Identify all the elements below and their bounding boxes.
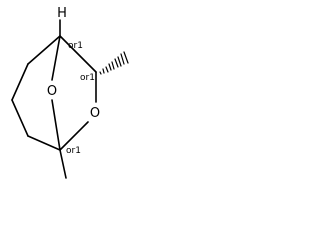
hydrogen-label: H [57,6,67,21]
bond-c5-methyl [59,149,67,179]
bond-oring-c5 [59,121,89,151]
bond-c1-c7 [59,35,97,73]
bond-obridge-c5 [51,99,61,151]
molecule-structure: H O O or1 or1 or1 [11,6,129,179]
ring-oxygen-label: O [90,106,100,121]
stereo-label-methyl-carbon: or1 [80,73,95,83]
bond-c4-c5 [27,135,61,151]
bond-c2-c3 [11,63,29,101]
bond-c3-c4 [11,99,29,137]
stereo-label-bottom-bridgehead: or1 [66,146,81,156]
bond-c1-c2 [27,35,61,65]
bond-c1-obridge [51,35,61,81]
hashed-wedge-bond [99,51,129,75]
bridge-oxygen-label: O [47,84,57,99]
stereo-label-top-bridgehead: or1 [68,41,83,51]
bond-group [11,19,97,179]
